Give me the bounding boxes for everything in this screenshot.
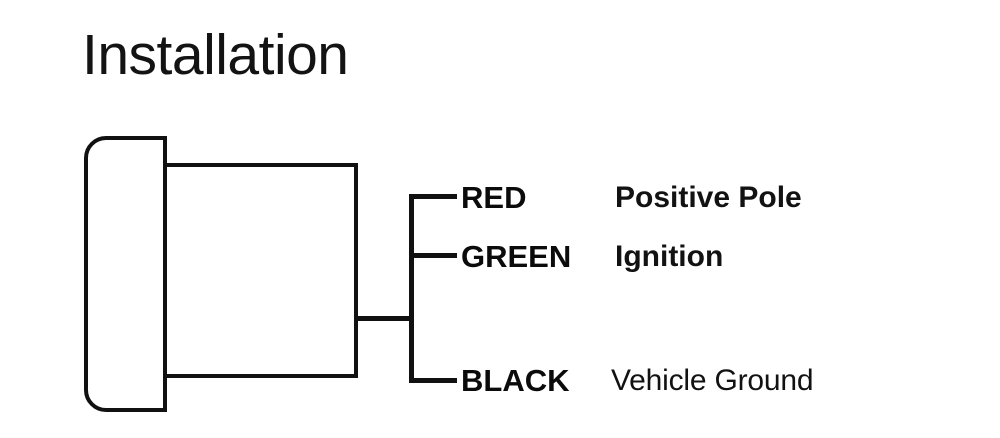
wire-function-black: Vehicle Ground <box>611 364 814 397</box>
wire-branch-red <box>409 194 457 199</box>
harness-bus-line <box>409 194 414 383</box>
gauge-body <box>163 163 358 378</box>
page-title: Installation <box>82 23 349 87</box>
gauge-bezel <box>84 136 167 412</box>
wire-label-red: RED <box>461 180 527 215</box>
wire-branch-green <box>409 253 457 258</box>
wire-legend-row-red: RED Positive Pole <box>0 178 1000 218</box>
wire-legend-row-black: BLACK Vehicle Ground <box>0 361 1000 401</box>
wire-function-red: Positive Pole <box>615 181 802 214</box>
gauge-bezel-edge <box>163 136 167 412</box>
wire-legend-row-green: GREEN Ignition <box>0 237 1000 277</box>
wire-label-black: BLACK <box>461 363 570 398</box>
wire-label-green: GREEN <box>461 239 572 274</box>
wire-branch-black <box>409 378 457 383</box>
wire-function-green: Ignition <box>615 240 724 273</box>
harness-trunk-line <box>358 316 414 321</box>
